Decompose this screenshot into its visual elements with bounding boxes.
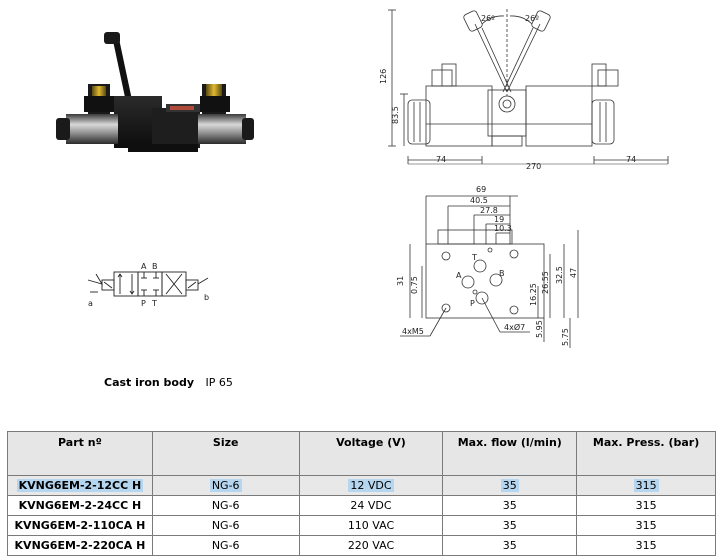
table-row: KVNG6EM-2-220CA H NG-6 220 VAC 35 315 xyxy=(7,535,716,556)
port-p-label: P xyxy=(470,299,475,308)
cell-max-press: 315 xyxy=(576,495,716,516)
dim-27-8-label: 27.8 xyxy=(480,206,498,215)
cell-max-flow: 35 xyxy=(442,475,578,496)
cell-max-press: 315 xyxy=(576,475,716,496)
label-4xm5: 4xM5 xyxy=(402,327,424,336)
dim-74-right-label: 74 xyxy=(626,155,636,164)
dim-74-left-label: 74 xyxy=(436,155,446,164)
angle-left-label: 26º xyxy=(481,14,495,23)
spec-table: Part nº Size Voltage (V) Max. flow (l/mi… xyxy=(7,431,716,556)
ip-rating: IP 65 xyxy=(205,376,233,389)
dim-270-label: 270 xyxy=(526,162,541,171)
dim-5-95-label: 5.95 xyxy=(535,320,544,338)
cell-max-press: 315 xyxy=(576,535,716,556)
port-b-label: B xyxy=(499,269,505,278)
dim-31-label: 31 xyxy=(396,276,405,286)
body-info: Cast iron body IP 65 xyxy=(104,376,233,389)
dim-32-5-label: 32.5 xyxy=(555,266,564,284)
dim-19-label: 19 xyxy=(494,215,504,224)
product-photo xyxy=(56,32,254,152)
dim-10-3-label: 10.3 xyxy=(494,224,512,233)
header-size: Size xyxy=(151,431,300,476)
schematic-label-p: P xyxy=(141,299,146,308)
cell-max-flow: 35 xyxy=(442,535,578,556)
dim-26-55-label: 26.55 xyxy=(541,271,550,294)
dim-16-25-label: 16.25 xyxy=(529,283,538,306)
header-part-no: Part nº xyxy=(7,431,153,476)
schematic-label-a-top: A xyxy=(141,262,147,271)
side-view-drawing: 26º 26º 126 83.5 74 270 74 xyxy=(379,9,669,171)
cell-part-no: KVNG6EM-2-24CC H xyxy=(7,495,153,516)
body-material-label: Cast iron body xyxy=(104,376,195,389)
cell-max-press: 315 xyxy=(576,515,716,536)
header-voltage: Voltage (V) xyxy=(298,431,444,476)
cell-size: NG-6 xyxy=(151,515,300,536)
mounting-face-drawing: 69 40.5 27.8 19 10.3 T A B P 31 0.75 16.… xyxy=(396,185,579,348)
header-max-flow: Max. flow (l/min) xyxy=(442,431,578,476)
schematic-label-t: T xyxy=(151,299,157,308)
cell-voltage: 220 VAC xyxy=(298,535,444,556)
dim-83-5-label: 83.5 xyxy=(391,106,400,124)
table-row: KVNG6EM-2-110CA H NG-6 110 VAC 35 315 xyxy=(7,515,716,536)
schematic-label-a-side: a xyxy=(88,299,93,308)
dim-69-label: 69 xyxy=(476,185,486,194)
dim-126-label: 126 xyxy=(379,69,388,84)
port-a-label: A xyxy=(456,271,462,280)
angle-right-label: 26º xyxy=(525,14,539,23)
cell-part-no-text: KVNG6EM-2-12CC H xyxy=(16,479,144,492)
hydraulic-schematic: A B P T a b xyxy=(87,262,209,308)
cell-max-flow-text: 35 xyxy=(500,479,519,492)
table-row: KVNG6EM-2-12CC H NG-6 12 VDC 35 315 xyxy=(7,475,716,496)
cell-max-flow: 35 xyxy=(442,495,578,516)
cell-part-no: KVNG6EM-2-110CA H xyxy=(7,515,153,536)
header-max-press: Max. Press. (bar) xyxy=(576,431,716,476)
cell-voltage: 12 VDC xyxy=(298,475,444,496)
cell-max-press-text: 315 xyxy=(633,479,659,492)
cell-size: NG-6 xyxy=(151,475,300,496)
cell-size: NG-6 xyxy=(151,495,300,516)
cell-max-flow: 35 xyxy=(442,515,578,536)
cell-size-text: NG-6 xyxy=(209,479,242,492)
cell-size: NG-6 xyxy=(151,535,300,556)
port-t-top-label: T xyxy=(471,253,477,262)
dim-5-75-label: 5.75 xyxy=(561,328,570,346)
cell-part-no: KVNG6EM-2-12CC H xyxy=(7,475,153,496)
schematic-label-b-top: B xyxy=(152,262,158,271)
cell-part-no: KVNG6EM-2-220CA H xyxy=(7,535,153,556)
dim-40-5-label: 40.5 xyxy=(470,196,488,205)
table-header-row: Part nº Size Voltage (V) Max. flow (l/mi… xyxy=(7,431,716,476)
schematic-label-b-side: b xyxy=(204,293,209,302)
cell-voltage: 24 VDC xyxy=(298,495,444,516)
table-row: KVNG6EM-2-24CC H NG-6 24 VDC 35 315 xyxy=(7,495,716,516)
label-4xo7: 4xØ7 xyxy=(504,322,525,332)
dim-47-label: 47 xyxy=(569,268,578,278)
cell-voltage: 110 VAC xyxy=(298,515,444,536)
cell-voltage-text: 12 VDC xyxy=(348,479,394,492)
dim-0-75-label: 0.75 xyxy=(410,276,419,294)
